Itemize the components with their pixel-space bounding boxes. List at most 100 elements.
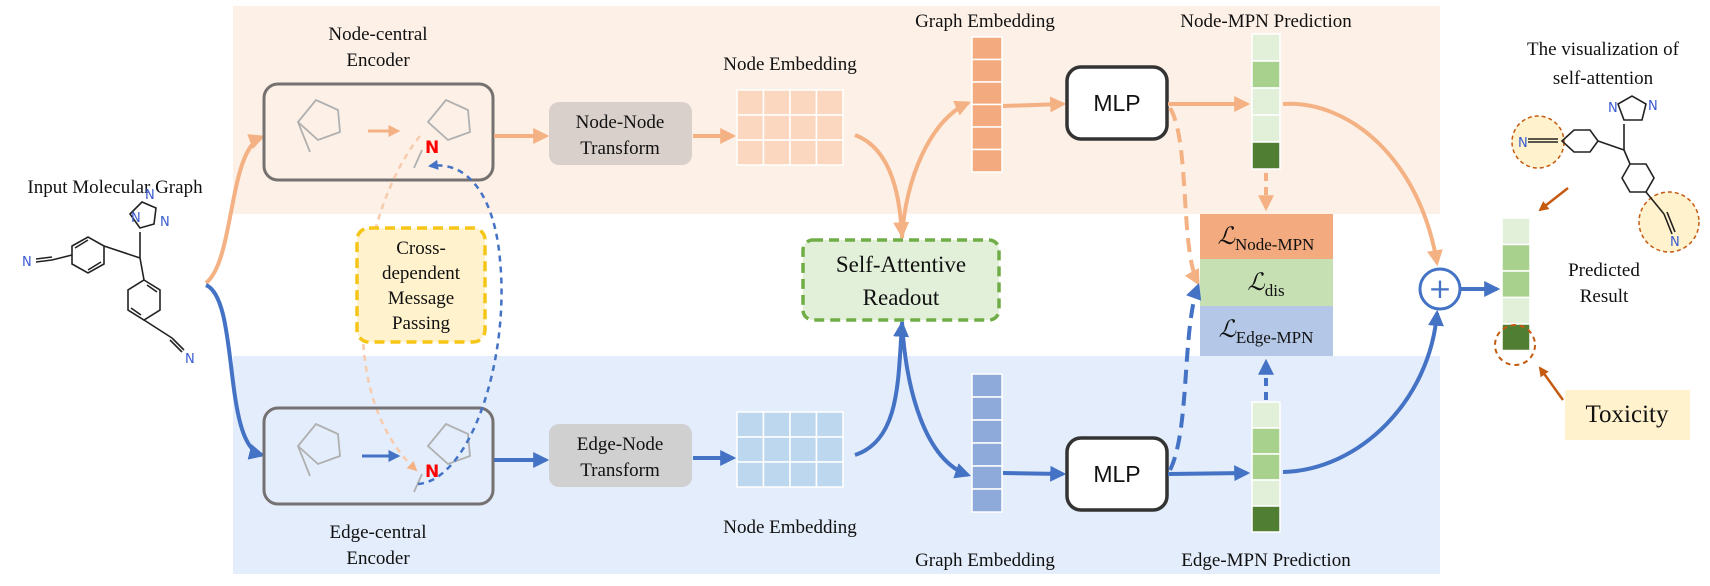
edge-embedding-cell xyxy=(762,436,791,463)
node-embedding-cell xyxy=(815,139,844,166)
predicted-result-cell xyxy=(1501,217,1531,246)
message-passing-label-1: Cross- xyxy=(396,238,446,259)
node-graph-embedding-cell xyxy=(971,126,1003,151)
node-graph-embedding-label: Graph Embedding xyxy=(915,11,1055,32)
predicted-result-cell xyxy=(1501,243,1531,272)
node-embedding-cell xyxy=(736,89,765,116)
node-prediction-cell xyxy=(1251,141,1281,170)
node-encoder-molecule-right xyxy=(413,98,471,169)
edge-embedding-to-readout-arrow xyxy=(854,320,910,457)
edge-prediction-cell xyxy=(1251,453,1281,481)
message-passing-label-4: Passing xyxy=(392,313,451,334)
node-embedding-cell xyxy=(789,114,818,141)
attention-nitrogen-1: N xyxy=(1518,136,1528,151)
edge-prediction-cell xyxy=(1251,479,1281,507)
node-prediction-cell xyxy=(1251,114,1281,143)
node-embedding-cell xyxy=(789,139,818,166)
node-node-transform-box xyxy=(549,102,692,165)
node-embedding-cell xyxy=(736,139,765,166)
node-embedding-cell xyxy=(762,139,791,166)
edge-transform-label-2: Transform xyxy=(580,460,660,481)
edge-encoder-label-2: Encoder xyxy=(346,548,410,569)
predicted-result-vector xyxy=(1501,217,1531,352)
edge-mlp-box xyxy=(1065,436,1169,512)
edge-embedding-cell xyxy=(736,436,765,463)
predicted-result-cell xyxy=(1501,296,1531,325)
input-label: Input Molecular Graph xyxy=(27,177,203,198)
node-prediction-label: Node-MPN Prediction xyxy=(1180,11,1352,32)
input-to-edge-encoder-arrow xyxy=(204,283,266,460)
node-embedding-grid xyxy=(736,89,844,166)
readout-label-2: Readout xyxy=(863,285,940,310)
attention-nitrogen-4: N xyxy=(1670,235,1680,250)
node-embedding-label: Node Embedding xyxy=(723,54,857,75)
toxicity-label: Toxicity xyxy=(1586,401,1669,428)
edge-graph-embedding-cell xyxy=(971,373,1003,398)
input-nitrogen-4: N xyxy=(160,215,170,230)
edge-graph-embedding-to-mlp-arrow xyxy=(1002,465,1067,482)
message-passing-label-2: dependent xyxy=(382,263,461,284)
edge-graph-embedding-cell xyxy=(971,465,1003,490)
predicted-result-cell xyxy=(1501,323,1531,352)
edge-prediction-label: Edge-MPN Prediction xyxy=(1181,550,1351,571)
self-attentive-readout-box xyxy=(801,238,1001,322)
visualization-label-2: self-attention xyxy=(1553,68,1654,89)
node-prediction-cell xyxy=(1251,33,1281,62)
loss-edge-mpn-sub: Edge-MPN xyxy=(1236,328,1313,347)
predicted-result-label-2: Result xyxy=(1580,286,1629,307)
input-nitrogen-5: N xyxy=(185,352,195,367)
node-graph-embedding-cell xyxy=(971,81,1003,106)
edge-embedding-cell xyxy=(815,461,844,488)
attention-to-result-arrow xyxy=(1538,187,1569,212)
readout-to-edge-graph-embedding-arrow xyxy=(900,321,972,479)
edge-mlp-to-dis-loss-arrow xyxy=(1168,282,1202,471)
edge-prediction-vector xyxy=(1251,401,1281,533)
edge-prediction-cell xyxy=(1251,505,1281,533)
loss-node-mpn-symbol: ℒ xyxy=(1218,224,1236,250)
edge-node-transform-box xyxy=(549,424,692,487)
edge-node-embedding-label: Node Embedding xyxy=(723,517,857,538)
input-molecule-image xyxy=(35,201,185,353)
visualization-label-1: The visualization of xyxy=(1527,39,1680,60)
node-graph-embedding-vector xyxy=(971,36,1003,173)
node-mlp-label: MLP xyxy=(1093,90,1140,116)
message-passing-box xyxy=(355,226,487,344)
node-graph-embedding-cell xyxy=(971,148,1003,173)
node-embedding-cell xyxy=(736,114,765,141)
attention-molecule-image: N N N N xyxy=(1511,95,1700,253)
node-transform-label-2: Transform xyxy=(580,138,660,159)
edge-embedding-cell xyxy=(736,411,765,438)
node-embedding-cell xyxy=(815,114,844,141)
edge-graph-embedding-cell xyxy=(971,419,1003,444)
node-transform-label-1: Node-Node xyxy=(576,112,665,133)
input-nitrogen-2: N xyxy=(131,211,141,226)
combine-plus-circle xyxy=(1418,267,1462,311)
edge-embedding-cell xyxy=(762,411,791,438)
node-graph-embedding-cell xyxy=(971,103,1003,128)
loss-edge-mpn-symbol: ℒ xyxy=(1219,317,1237,343)
toxicity-to-result-arrow xyxy=(1538,366,1565,401)
edge-prediction-cell xyxy=(1251,427,1281,455)
node-prediction-vector xyxy=(1251,33,1281,170)
loss-edge-mpn-label: ℒEdge-MPN xyxy=(1219,317,1314,347)
edge-prediction-cell xyxy=(1251,401,1281,429)
input-nitrogen-1: N xyxy=(22,255,32,270)
edge-embedding-cell xyxy=(736,461,765,488)
node-graph-embedding-cell xyxy=(971,58,1003,83)
edge-embedding-cell xyxy=(815,436,844,463)
predicted-result-cell xyxy=(1501,270,1531,299)
edge-graph-embedding-cell xyxy=(971,442,1003,467)
edge-node-embedding-grid xyxy=(736,411,844,488)
attention-nitrogen-3: N xyxy=(1648,99,1658,114)
node-prediction-cell xyxy=(1251,60,1281,89)
node-central-encoder-box xyxy=(262,82,495,182)
node-mlp-to-dis-loss-arrow xyxy=(1168,106,1200,286)
node-embedding-cell xyxy=(762,114,791,141)
loss-stack: ℒNode-MPN ℒdis ℒEdge-MPN xyxy=(1200,214,1333,356)
node-graph-embedding-to-mlp-arrow xyxy=(1002,96,1067,113)
edge-mlp-to-prediction-arrow xyxy=(1167,465,1251,482)
input-to-node-encoder-arrow xyxy=(204,134,265,285)
edge-encoder-highlight-atom: N xyxy=(425,462,439,482)
predicted-result-label-1: Predicted xyxy=(1568,260,1640,281)
